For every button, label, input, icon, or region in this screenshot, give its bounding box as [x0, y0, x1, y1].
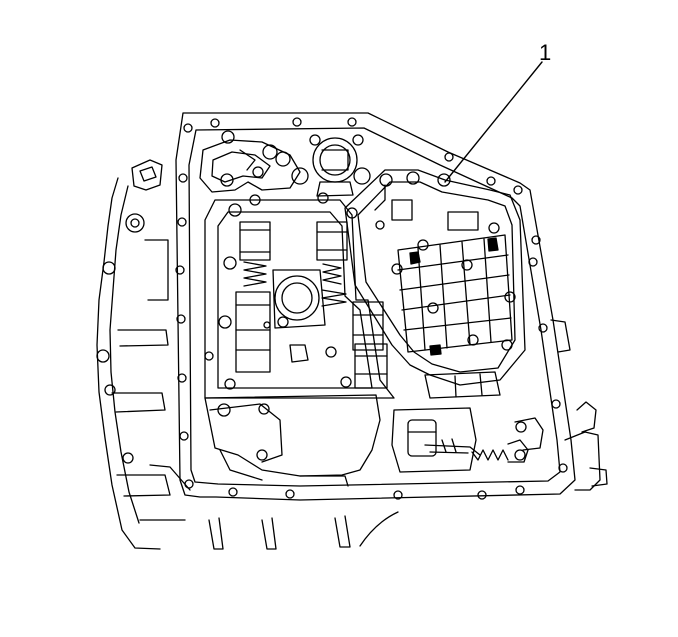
flange-bolt [175, 265, 185, 275]
flange-bolt [292, 117, 302, 127]
flange-bolt [210, 118, 220, 128]
transmission-case [96, 159, 399, 550]
flange-bolt [184, 479, 194, 489]
flange-bolt [528, 257, 538, 267]
callout-1: 1 [444, 40, 551, 183]
flange-bolt [551, 399, 561, 409]
valve-body-right [344, 169, 526, 399]
flange-bolt [183, 123, 193, 133]
valve-body-left [204, 192, 395, 399]
flange-bolts [175, 117, 568, 500]
flange-bolt [177, 373, 187, 383]
lower-bracket [149, 394, 381, 491]
flange-bolt [538, 323, 548, 333]
flange-bolt [393, 490, 403, 500]
flange-bolt [347, 117, 357, 127]
flange-bolt [558, 463, 568, 473]
flange-bolt [285, 489, 295, 499]
flange-bolt [204, 351, 214, 361]
accumulator-cover [291, 134, 371, 197]
pan-flange [175, 112, 608, 501]
flange-bolt [515, 485, 525, 495]
flange-bolt [531, 235, 541, 245]
flange-bolt [444, 152, 454, 162]
callout-leader-line [444, 61, 543, 183]
flange-bolt [177, 217, 187, 227]
flange-bolt [513, 185, 523, 195]
flange-bolt [176, 314, 186, 324]
flange-bolt [178, 173, 188, 183]
flange-bolt [228, 487, 238, 497]
flange-bolt [486, 176, 496, 186]
solenoid-connector [391, 407, 544, 473]
flange-bolt [477, 490, 487, 500]
flange-bolt [179, 431, 189, 441]
callout-label-1: 1 [539, 40, 551, 65]
manual-valve-detent [199, 130, 301, 193]
